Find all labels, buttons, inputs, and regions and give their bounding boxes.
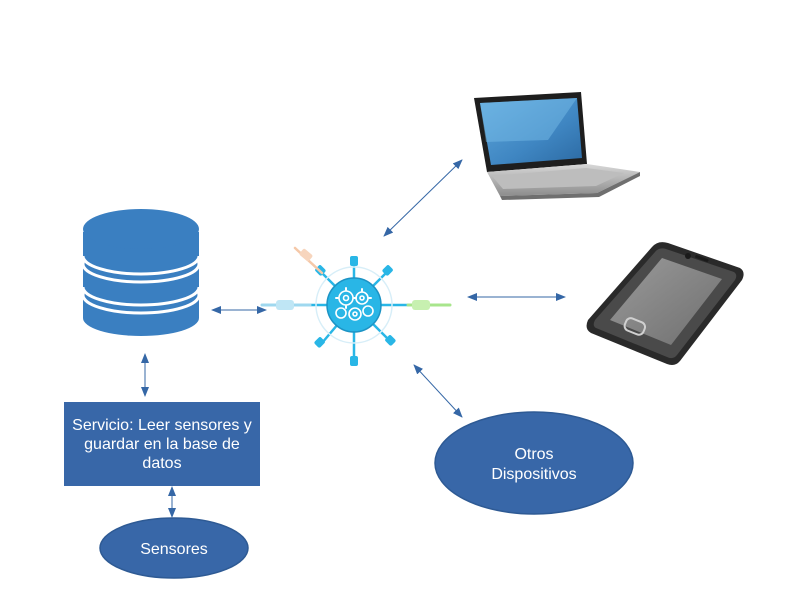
arrow-hub-laptop <box>383 159 463 237</box>
service-box <box>64 402 260 486</box>
smartphone-icon <box>586 242 744 365</box>
database-icon <box>81 209 201 336</box>
sensors-node: Sensores <box>99 517 249 579</box>
sensors-label: Sensores <box>140 541 208 558</box>
other-devices-label-line1: Otros <box>514 446 553 463</box>
gears-hub-icon <box>260 246 452 366</box>
other-devices-label-line2: Dispositivos <box>491 466 576 483</box>
other-devices-node: Otros Dispositivos <box>434 411 634 515</box>
arrow-hub-other-devices <box>413 364 463 418</box>
laptop-icon <box>474 92 640 200</box>
service-label: Servicio: Leer sensores y guardar en la … <box>72 416 252 472</box>
